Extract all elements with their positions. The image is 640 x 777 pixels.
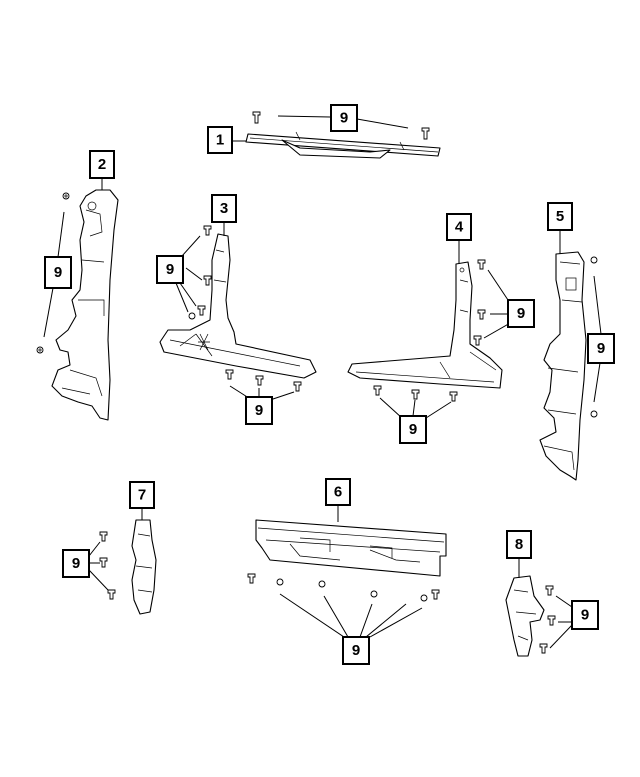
callout-4: 4 [446, 213, 472, 241]
callout-label: 7 [138, 487, 146, 504]
callout-9-part-8: 9 [571, 600, 599, 630]
screw-fastener [421, 127, 430, 140]
callout-label: 9 [352, 642, 360, 659]
callout-label: 9 [72, 555, 80, 572]
clip-fastener [276, 578, 284, 586]
screw-fastener [197, 305, 206, 316]
screw-fastener [373, 385, 382, 396]
screw-fastener [203, 275, 212, 286]
screw-fastener [225, 369, 234, 380]
callout-9-part-7: 9 [62, 549, 90, 578]
callout-1: 1 [207, 126, 233, 154]
callout-label: 9 [255, 402, 263, 419]
callout-label: 9 [597, 340, 605, 357]
callout-label: 9 [409, 421, 417, 438]
screw-fastener [473, 335, 482, 346]
clip-fastener [370, 590, 378, 598]
callout-label: 9 [340, 110, 348, 127]
callout-3: 3 [211, 194, 237, 223]
clip-fastener [36, 346, 44, 354]
callout-9-part-3-lower: 9 [245, 396, 273, 425]
callout-9-part-4-upper: 9 [507, 299, 535, 328]
callout-9-part-4-lower: 9 [399, 415, 427, 444]
part-7-left-small-bracket [131, 519, 157, 615]
callout-label: 9 [54, 264, 62, 281]
callout-label: 4 [455, 219, 464, 236]
callout-5: 5 [547, 202, 573, 231]
clip-fastener [420, 594, 428, 602]
screw-fastener [547, 615, 556, 626]
screw-fastener [545, 585, 554, 596]
part-8-right-small-bracket [505, 575, 545, 657]
screw-fastener [255, 375, 264, 386]
callout-9-top: 9 [330, 104, 358, 132]
clip-fastener [590, 256, 598, 264]
part-4-right-lower-bracket [347, 261, 503, 389]
callout-6: 6 [325, 478, 351, 506]
callout-label: 8 [515, 536, 523, 553]
screw-fastener [293, 381, 302, 392]
callout-7: 7 [129, 481, 155, 509]
screw-fastener [431, 589, 440, 600]
callout-label: 9 [517, 305, 525, 322]
callout-9-part-6: 9 [342, 636, 370, 665]
callout-label: 9 [166, 261, 174, 278]
screw-fastener [411, 389, 420, 400]
callout-label: 1 [216, 132, 224, 149]
callout-9-part-2: 9 [44, 256, 72, 289]
screw-fastener [99, 531, 108, 542]
clip-fastener [188, 312, 196, 320]
part-5-right-air-deflector [539, 251, 587, 481]
screw-fastener [252, 111, 261, 124]
clip-fastener [62, 192, 70, 200]
screw-fastener [99, 557, 108, 568]
callout-label: 6 [334, 484, 342, 501]
part-3-left-lower-bracket [159, 233, 317, 379]
callout-8: 8 [506, 530, 532, 559]
callout-label: 3 [220, 200, 228, 217]
callout-9-part-5: 9 [587, 333, 615, 364]
clip-fastener [590, 410, 598, 418]
screw-fastener [203, 225, 212, 236]
callout-label: 9 [581, 607, 589, 624]
screw-fastener [107, 589, 116, 600]
part-2-left-air-deflector [51, 189, 119, 421]
callout-2: 2 [89, 150, 115, 179]
callout-9-part-3-upper: 9 [156, 255, 184, 284]
screw-fastener [449, 391, 458, 402]
callout-label: 5 [556, 208, 564, 225]
callout-label: 2 [98, 156, 106, 173]
screw-fastener [539, 643, 548, 654]
screw-fastener [477, 259, 486, 270]
screw-fastener [477, 309, 486, 320]
clip-fastener [318, 580, 326, 588]
part-1-upper-tie-bar [245, 131, 441, 159]
screw-fastener [247, 573, 256, 584]
part-6-lower-tie-bar [255, 519, 447, 577]
